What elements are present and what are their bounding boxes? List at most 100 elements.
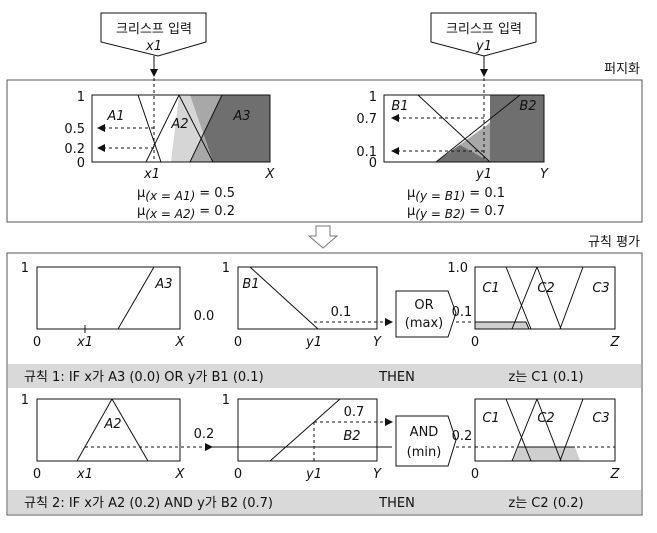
mu-B1-line: μ(y = B1)= 0.1 bbox=[407, 186, 505, 203]
set-B1-label: B1 bbox=[391, 99, 408, 114]
y1-label: y1 bbox=[475, 167, 492, 182]
rule2-C2-clip-fill bbox=[512, 447, 580, 461]
rule2-B-ytop: 1 bbox=[222, 393, 230, 408]
Y-axis-label: Y bbox=[540, 167, 549, 182]
rule2-A2-right bbox=[111, 398, 149, 462]
set-A3-fill bbox=[190, 95, 270, 162]
rule2-op-name: AND bbox=[410, 425, 439, 440]
overlap-B-fill bbox=[436, 123, 490, 162]
rule1-A-xend: X bbox=[175, 335, 186, 350]
x-tick-02: 0.2 bbox=[64, 142, 85, 157]
X-axis-label: X bbox=[265, 167, 276, 182]
rule2-B-x0: 0 bbox=[234, 467, 242, 482]
rule1-B-x1: y1 bbox=[305, 335, 322, 350]
rule1-B-x0: 0 bbox=[234, 335, 242, 350]
set-A2-label: A2 bbox=[170, 117, 188, 132]
rule2-A-set: A2 bbox=[103, 417, 121, 432]
rule2-A2-left bbox=[76, 398, 113, 462]
rule1-B-ytop: 1 bbox=[222, 261, 230, 276]
fuzzify-y-axes bbox=[383, 94, 545, 163]
rule1-C-plot: 1.0 C1 C2 C3 0 Z bbox=[447, 261, 620, 350]
rule1-A3-edge bbox=[117, 266, 155, 330]
rule2-op-shape bbox=[395, 415, 457, 467]
fuzzification-frame bbox=[6, 79, 643, 223]
rule2-B-xend: Y bbox=[373, 467, 382, 482]
rule1-caption-bg bbox=[8, 364, 641, 388]
rule1-C-xend: Z bbox=[610, 335, 621, 350]
rule2-caption-left: 규칙 2: IF x가 A2 (0.2) AND y가 B2 (0.7) bbox=[24, 496, 273, 511]
set-A1-edge bbox=[137, 94, 162, 163]
rule-eval-frame bbox=[6, 252, 643, 516]
down-arrow-icon bbox=[307, 225, 339, 249]
y-tick-1: 1 bbox=[369, 90, 377, 105]
rule2-op-box: AND (min) bbox=[395, 415, 457, 467]
set-A2-left-edge bbox=[145, 94, 180, 163]
rule2-C2-label: C2 bbox=[537, 411, 554, 426]
rule1-caption-left: 규칙 1: IF x가 A3 (0.0) OR y가 B1 (0.1) bbox=[24, 370, 264, 385]
rule2-C-xend: Z bbox=[610, 467, 621, 482]
rule1-C1-label: C1 bbox=[482, 281, 499, 296]
fuzzify-x-axes bbox=[91, 94, 271, 163]
fuzzify-y-plot: 1 0.7 0.1 0 B1 B2 y1 Y μ(y = B1)= 0.1 μ(… bbox=[356, 78, 549, 221]
rule1-C1-clip-fill bbox=[474, 321, 530, 330]
rule2-A-plot: 1 A2 0.2 0 x1 X bbox=[21, 393, 215, 482]
rule2-A-ytop: 1 bbox=[21, 393, 29, 408]
rule1-op-out: 0.1 bbox=[452, 305, 473, 320]
rule2-B2-edge bbox=[269, 398, 341, 462]
x-tick-1: 1 bbox=[77, 90, 85, 105]
rule1-B-out: 0.1 bbox=[331, 305, 352, 320]
rule2-B-out: 0.7 bbox=[344, 405, 365, 420]
mu-A2-line: μ(x = A2)= 0.2 bbox=[137, 204, 235, 221]
rule1-caption-right: z는 C1 (0.1) bbox=[508, 370, 583, 385]
rule2-caption-bg bbox=[8, 490, 641, 514]
rule2-A-x1: x1 bbox=[76, 467, 93, 482]
rule1-A-ytop: 1 bbox=[21, 261, 29, 276]
rule1-A-out: 0.0 bbox=[194, 309, 215, 324]
rule1-B1-edge bbox=[249, 266, 319, 330]
rule2-caption-right: z는 C2 (0.2) bbox=[508, 496, 583, 511]
rule2-C1-label: C1 bbox=[482, 411, 499, 426]
rule1-B-set: B1 bbox=[242, 277, 259, 292]
input-box-y bbox=[430, 12, 537, 57]
rule1-C3-label: C3 bbox=[592, 281, 609, 296]
rule1-C-ytop: 1.0 bbox=[447, 261, 468, 276]
rule1-op-kind: (max) bbox=[405, 316, 443, 331]
rule1-B-plot: 1 B1 0.1 0 y1 Y bbox=[222, 261, 393, 350]
rule2-op-kind: (min) bbox=[407, 445, 442, 460]
rule1-C2-label: C2 bbox=[537, 281, 554, 296]
mu-A1-line: μ(x = A1)= 0.5 bbox=[137, 186, 235, 203]
rule1-A-x0: 0 bbox=[33, 335, 41, 350]
x-tick-05: 0.5 bbox=[64, 122, 85, 137]
set-B2-label: B2 bbox=[519, 99, 536, 114]
section-rule-eval-title: 규칙 평가 bbox=[588, 235, 640, 250]
rule1-A-x1: x1 bbox=[76, 335, 93, 350]
y-tick-01: 0.1 bbox=[356, 145, 377, 160]
y-tick-07: 0.7 bbox=[356, 112, 377, 127]
rule2-C3-label: C3 bbox=[592, 411, 609, 426]
rule2-caption-mid: THEN bbox=[378, 496, 415, 511]
rule2-B-set: B2 bbox=[343, 429, 360, 444]
rule1-A-plot: 1 A3 0 x1 X bbox=[21, 261, 186, 350]
rule2-C-plot: C1 C2 C3 0 Z bbox=[471, 398, 621, 482]
rule1-B-xend: Y bbox=[373, 335, 382, 350]
set-A3-edge bbox=[189, 94, 223, 163]
rule2-A-out: 0.2 bbox=[194, 427, 215, 442]
rule1-caption-mid: THEN bbox=[378, 370, 415, 385]
rule2-A-xend: X bbox=[175, 467, 186, 482]
input-x-var: x1 bbox=[145, 39, 162, 54]
rule2-caption: 규칙 2: IF x가 A2 (0.2) AND y가 B2 (0.7) THE… bbox=[8, 490, 641, 514]
rule2-B-x1: y1 bbox=[305, 467, 322, 482]
rule1-op-name: OR bbox=[414, 298, 433, 313]
set-B2-edge bbox=[435, 94, 521, 163]
rule2-op-out: 0.2 bbox=[452, 429, 473, 444]
rule1-caption: 규칙 1: IF x가 A3 (0.0) OR y가 B1 (0.1) THEN… bbox=[8, 364, 641, 388]
mu-B2-line: μ(y = B2)= 0.7 bbox=[407, 204, 505, 221]
y-tick-0: 0 bbox=[369, 156, 377, 171]
set-A1-label: A1 bbox=[106, 109, 124, 124]
rule1-op-shape bbox=[395, 290, 457, 338]
rule2-C-x0: 0 bbox=[471, 467, 479, 482]
rule1-C-x0: 0 bbox=[471, 335, 479, 350]
input-y-var: y1 bbox=[475, 39, 492, 54]
